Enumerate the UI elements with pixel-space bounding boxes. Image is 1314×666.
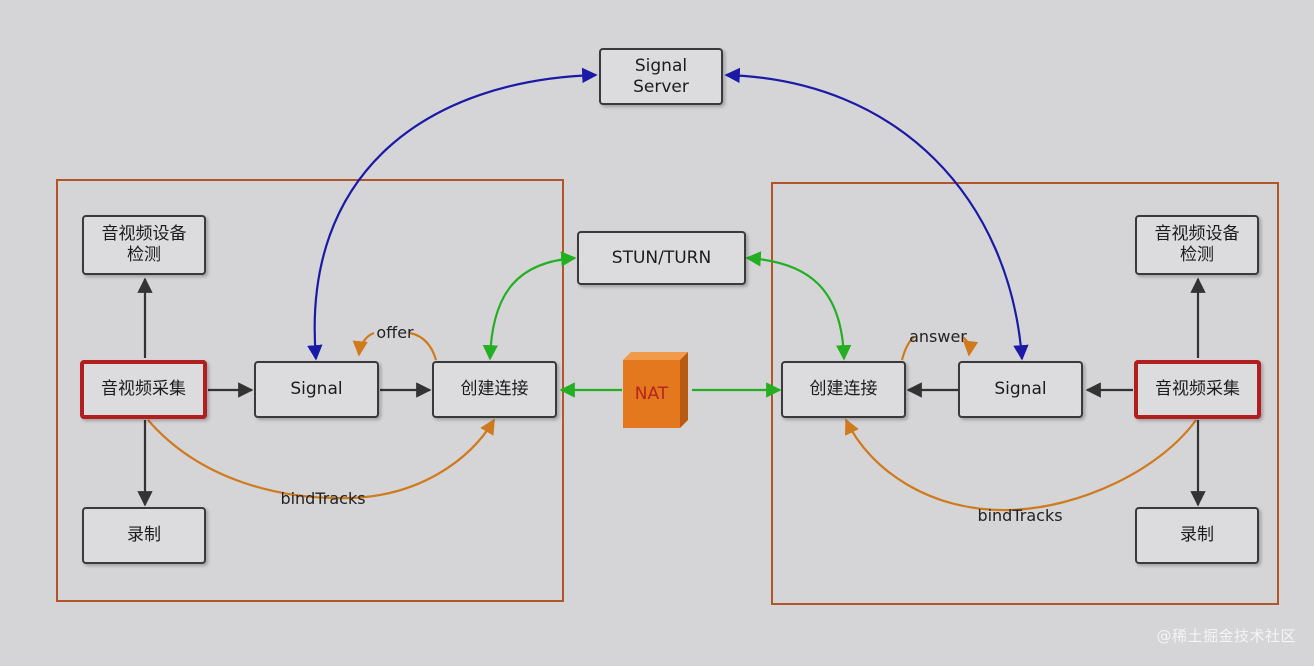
nat-box: NAT — [623, 352, 688, 428]
nat-label: NAT — [635, 384, 669, 404]
signal-node-left: Signal — [254, 361, 379, 418]
signal-link-left — [307, 67, 598, 361]
capture-node-left: 音视频采集 — [80, 360, 207, 419]
watermark: @稀土掘金技术社区 — [1156, 627, 1296, 645]
connection-node-right: 创建连接 — [781, 361, 906, 418]
bindtracks-curve-right — [845, 418, 1197, 512]
bindtracks-label-right: bindTracks — [977, 506, 1062, 525]
bindtracks-curve-left — [147, 418, 495, 500]
answer-curve — [900, 336, 969, 360]
bindtracks-label-left: bindTracks — [280, 489, 365, 508]
record-node-left: 录制 — [82, 507, 206, 564]
device-check-node-left: 音视频设备 检测 — [82, 215, 206, 275]
signal-server-node: Signal Server — [599, 48, 723, 105]
signal-node-right: Signal — [958, 361, 1083, 418]
answer-label: answer — [909, 327, 967, 346]
stun-turn-node: STUN/TURN — [577, 231, 746, 285]
stun-link-left — [482, 251, 577, 361]
connection-node-left: 创建连接 — [432, 361, 557, 418]
stun-link-right — [745, 251, 852, 361]
record-node-right: 录制 — [1135, 507, 1259, 564]
capture-node-right: 音视频采集 — [1134, 360, 1261, 419]
offer-label: offer — [376, 323, 414, 342]
offer-curve — [359, 331, 438, 360]
signal-link-right — [724, 67, 1029, 361]
device-check-node-right: 音视频设备 检测 — [1135, 215, 1259, 275]
